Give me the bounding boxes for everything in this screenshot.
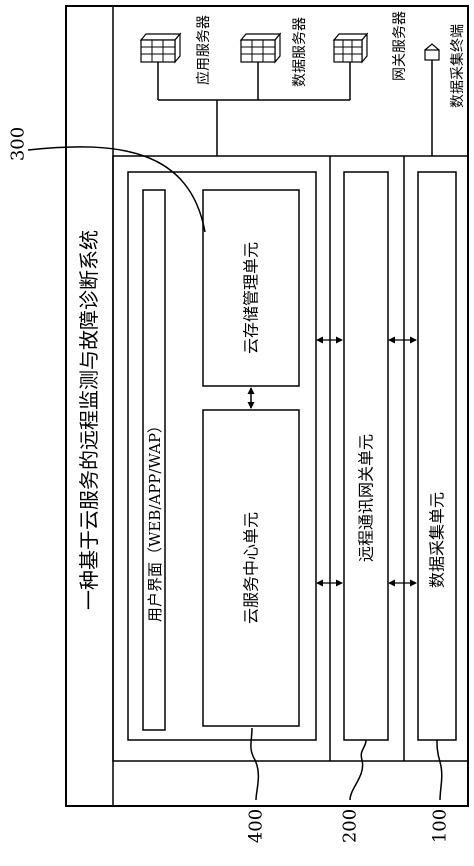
ref-300: 300	[8, 127, 29, 161]
ref-400: 400	[246, 809, 267, 843]
system-title: 一种基于云服务的远程监测与故障诊断系统	[77, 230, 101, 610]
ref-400-leader	[250, 727, 260, 801]
cloud-storage-label: 云存储管理单元	[242, 242, 261, 354]
remote-gateway-label: 远程通讯网关单元	[357, 434, 376, 562]
data-collection-label: 数据采集单元	[428, 492, 447, 588]
cloud-storage-box	[202, 189, 300, 387]
cloud-service-box	[202, 409, 300, 727]
data-server-icon	[239, 32, 282, 64]
system-box	[112, 155, 469, 762]
gateway-server-label: 网关服务器	[392, 11, 408, 81]
data-server-label: 数据服务器	[292, 17, 308, 87]
gateway-server-icon	[332, 32, 369, 64]
ref-100: 100	[430, 809, 451, 843]
ref-200: 200	[340, 809, 361, 843]
outer-frame	[65, 5, 469, 807]
ref-300-leader	[27, 146, 206, 233]
data-collector-icon	[424, 43, 440, 61]
cloud-service-label: 云服务中心单元	[242, 512, 261, 624]
user-interface-box	[142, 189, 166, 731]
ref-200-leader	[349, 739, 367, 801]
user-interface-label: 用户界面（WEB/APP/WAP）	[146, 418, 164, 622]
app-server-label: 应用服务器	[195, 15, 212, 85]
ref-100-leader	[436, 739, 443, 801]
unit-400-box	[127, 171, 317, 741]
data-collection-box	[417, 171, 457, 741]
data-collector-label: 数据采集终端	[449, 24, 466, 108]
app-server-icon	[139, 32, 182, 64]
